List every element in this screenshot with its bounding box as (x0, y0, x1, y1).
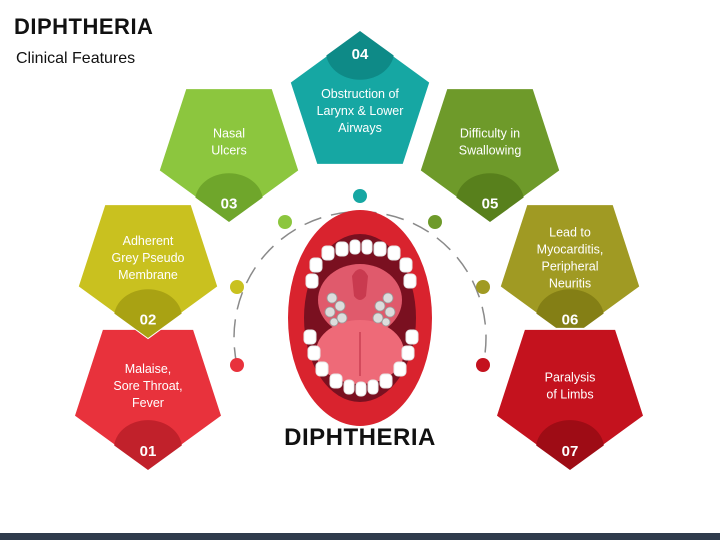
arc-dot-03 (278, 215, 292, 229)
page-title: DIPHTHERIA (14, 14, 154, 39)
feature-pentagon (157, 87, 301, 224)
feature-01: 01 Malaise, Sore Throat, Fever (72, 327, 224, 472)
feature-text-line: Fever (132, 396, 164, 410)
center-label: DIPHTHERIA (284, 424, 436, 451)
feature-text-line: Malaise, (125, 362, 172, 376)
arc-dot-04 (353, 189, 367, 203)
feature-text-line: Ulcers (211, 144, 246, 158)
feature-text-line: Larynx & Lower (317, 104, 404, 118)
feature-pentagon (76, 203, 220, 340)
feature-text-line: Paralysis (545, 371, 596, 385)
feature-pentagon (418, 87, 562, 224)
feature-number: 01 (140, 443, 157, 460)
bottom-bar (0, 533, 720, 540)
feature-number: 06 (562, 312, 579, 329)
feature-pentagon (498, 203, 642, 340)
feature-number: 05 (482, 196, 499, 213)
feature-text-line: Membrane (118, 268, 178, 282)
feature-number: 07 (562, 443, 579, 460)
feature-text-line: Grey Pseudo (112, 251, 185, 265)
feature-number: 02 (140, 312, 157, 329)
feature-07: 07 Paralysis of Limbs (494, 327, 646, 472)
feature-text-line: Sore Throat, (113, 379, 182, 393)
feature-text-line: Lead to (549, 226, 591, 240)
open-mouth-illustration (288, 210, 432, 426)
arc-dot-06 (476, 280, 490, 294)
feature-text-line: Airways (338, 121, 382, 135)
feature-text-line: Difficulty in (460, 127, 520, 141)
arc-dot-05 (428, 215, 442, 229)
feature-text-line: Myocarditis, (537, 243, 604, 257)
feature-pentagon (494, 327, 646, 472)
feature-text-line: of Limbs (546, 388, 593, 402)
feature-pentagon (288, 29, 432, 166)
arc-dot-07 (476, 358, 490, 372)
page-subtitle: Clinical Features (16, 50, 136, 67)
feature-text-line: Obstruction of (321, 87, 399, 101)
feature-number: 04 (352, 46, 369, 63)
arc-dot-01 (230, 358, 244, 372)
feature-text-line: Adherent (123, 234, 174, 248)
feature-text-line: Swallowing (459, 144, 522, 158)
feature-text-line: Nasal (213, 127, 245, 141)
feature-text-line: Neuritis (549, 277, 591, 291)
feature-number: 03 (221, 196, 238, 213)
feature-text-line: Peripheral (542, 260, 599, 274)
arc-dot-02 (230, 280, 244, 294)
